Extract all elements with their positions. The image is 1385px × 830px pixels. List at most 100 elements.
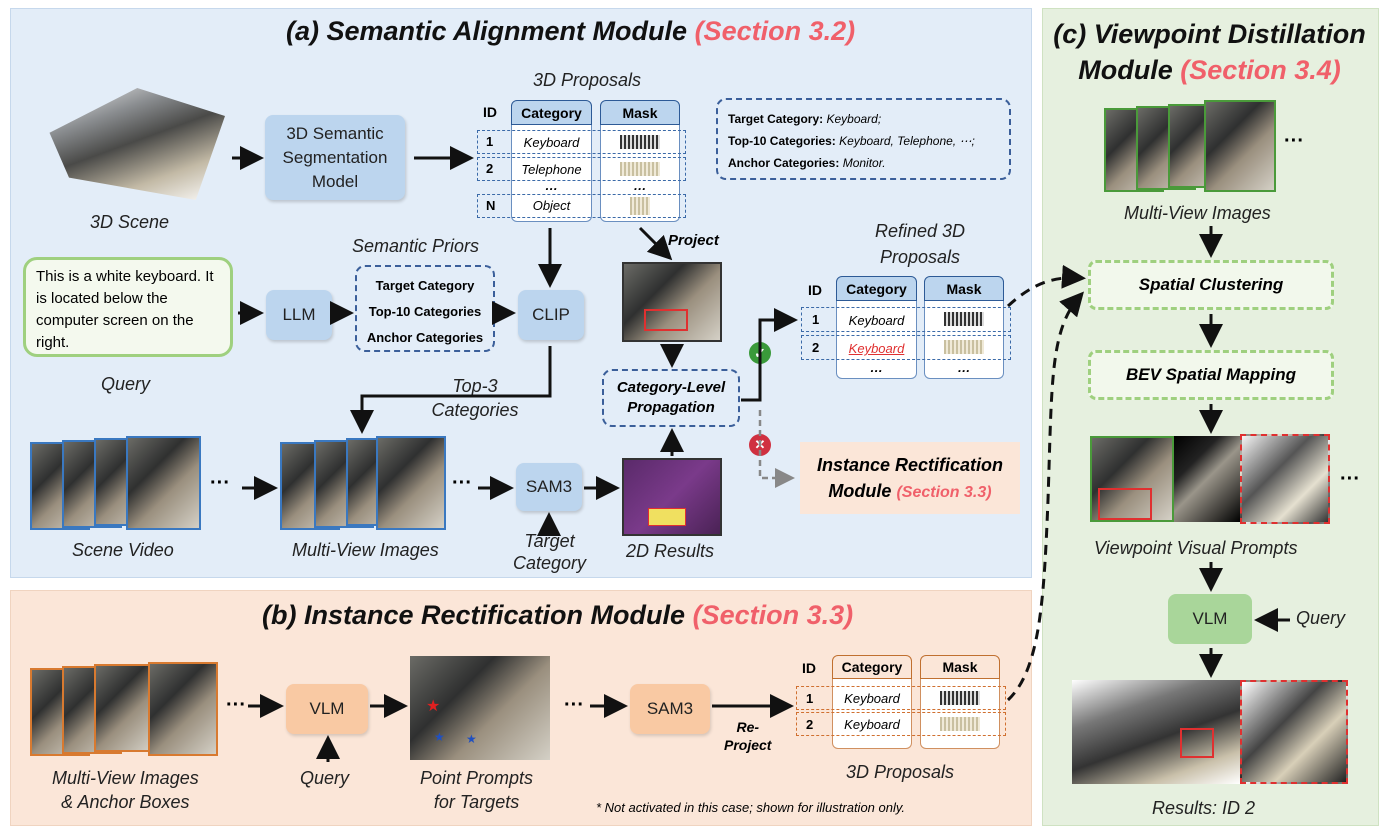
point-prompts-image: ★ ★ ★	[410, 656, 550, 760]
project-label: Project	[668, 232, 719, 249]
proposal-mask-n	[630, 197, 650, 215]
proposal-category-1: Keyboard	[523, 135, 580, 150]
bev-mapping-box: BEV Spatial Mapping	[1088, 350, 1334, 400]
refined-category-header: Category	[836, 276, 917, 301]
visual-prompts-label: Viewpoint Visual Prompts	[1094, 538, 1298, 558]
proposal-mask-ellipsis: …	[633, 178, 647, 193]
result-zoom-image	[1240, 680, 1348, 784]
info-target-line: Target Category: Keyboard;	[728, 112, 882, 126]
prior-top10: Top-10 Categories	[368, 304, 482, 319]
proposal-mask-2	[620, 162, 660, 176]
b-mv-ellipsis: ···	[226, 694, 246, 716]
query-box: This is a white keyboard. It is located …	[23, 257, 233, 357]
scene-video-label: Scene Video	[72, 540, 174, 560]
b-id-2: 2	[806, 717, 814, 732]
c-multi-view-label: Multi-View Images	[1124, 203, 1271, 223]
red-star-icon: ★	[426, 698, 441, 715]
proposals-id-header: ID	[483, 104, 497, 120]
refined-category-2: Keyboard	[848, 341, 905, 356]
proposal-id-2: 2	[486, 161, 494, 176]
vlm-box-c: VLM	[1168, 594, 1252, 644]
blue-star-icon-2: ★	[466, 732, 477, 746]
b-mid-ellipsis: ···	[564, 694, 584, 716]
proposal-mask-1	[620, 135, 660, 149]
arrow-propagation-to-refined	[741, 308, 798, 402]
panel-b-title: (b) Instance Rectification Module (Secti…	[262, 600, 854, 630]
viewpoint-bev-image	[1174, 436, 1240, 522]
target-category-label: Target Category	[512, 531, 587, 573]
seg-model-box: 3D Semantic Segmentation Model	[265, 115, 405, 200]
proposals-title: 3D Proposals	[533, 70, 642, 90]
results-2d-image	[622, 458, 722, 536]
refined-id-1: 1	[812, 312, 820, 327]
arrow-cross-to-rect	[758, 410, 795, 488]
arrow-b-table-to-spatial	[1006, 291, 1084, 702]
results-2d-mask	[648, 508, 686, 526]
reproject-label: Re-Project	[724, 719, 772, 753]
c-mv-ellipsis: ···	[1284, 130, 1304, 152]
proposal-category-2: Telephone	[521, 162, 582, 177]
results-label: Results: ID 2	[1152, 798, 1256, 818]
b-category-column	[832, 679, 912, 749]
results-2d-label: 2D Results	[626, 541, 715, 561]
sam3-box-b: SAM3	[630, 684, 710, 734]
proposal-row-1	[477, 130, 686, 154]
video-ellipsis: ···	[210, 472, 230, 494]
refined-mask-header: Mask	[924, 276, 1004, 301]
viewpoint-target-box	[1098, 488, 1152, 520]
b-mask-header: Mask	[920, 655, 1000, 679]
panel-c-title: (c) Viewpoint Distillation Module (Secti…	[1053, 19, 1366, 85]
arrow-mask-to-project	[638, 226, 673, 261]
proposal-row-2	[477, 157, 686, 181]
proposals-category-header: Category	[511, 100, 592, 125]
b-note: * Not activated in this case; shown for …	[596, 800, 906, 815]
video-frame-4	[126, 436, 201, 530]
result-target-box	[1180, 728, 1214, 758]
multi-view-label-a: Multi-View Images	[292, 540, 439, 560]
refined-title: Refined 3D Proposals	[874, 221, 966, 267]
vlm-box-b: VLM	[286, 684, 368, 734]
sam3-box-a: SAM3	[516, 463, 582, 511]
rect-box-line2: Module (Section 3.3)	[828, 481, 992, 501]
arrow-refined-to-spatial	[1006, 264, 1086, 308]
b-category-2: Keyboard	[844, 717, 900, 732]
refined-id-2: 2	[812, 340, 820, 355]
proposal-category-n: Object	[532, 198, 571, 213]
b-mask-2	[940, 717, 980, 731]
c-mv-frame-4	[1204, 100, 1276, 192]
rect-box-line1: Instance Rectification	[816, 455, 1004, 475]
b-id-1: 1	[806, 691, 814, 706]
propagation-box: Category-Level Propagation	[602, 369, 740, 427]
refined-mask-2	[944, 340, 984, 354]
b-row-2	[796, 712, 1006, 736]
proposal-category-ellipsis: …	[545, 178, 558, 193]
clip-box: CLIP	[518, 290, 584, 340]
proposal-id-n: N	[486, 198, 496, 213]
b-mask-column	[920, 679, 1000, 749]
refined-mask-1	[944, 312, 984, 326]
refined-row-1	[801, 307, 1011, 332]
b-category-1: Keyboard	[844, 691, 900, 706]
priors-box: Target Category Top-10 Categories Anchor…	[355, 265, 495, 352]
priors-title: Semantic Priors	[352, 236, 480, 256]
prior-target: Target Category	[375, 278, 475, 293]
b-query-label: Query	[300, 768, 350, 788]
llm-box: LLM	[266, 290, 332, 340]
prior-anchor: Anchor Categories	[366, 330, 484, 345]
rectification-box-a: Instance Rectification Module (Section 3…	[800, 442, 1020, 514]
info-anchor-line: Anchor Categories: Monitor.	[728, 156, 886, 170]
info-top10-line: Top-10 Categories: Keyboard, Telephone, …	[728, 134, 975, 148]
b-id-header: ID	[802, 660, 816, 676]
refined-row-2	[801, 335, 1011, 360]
scene-3d-label: 3D Scene	[90, 212, 170, 232]
project-image	[622, 262, 722, 342]
panel-a-title: (a) Semantic Alignment Module (Section 3…	[286, 16, 856, 46]
result-image	[1072, 680, 1240, 784]
b-mask-1	[940, 691, 980, 705]
proposals-mask-header: Mask	[600, 100, 680, 125]
proposal-id-1: 1	[486, 134, 494, 149]
blue-star-icon: ★	[434, 730, 445, 744]
info-box: Target Category: Keyboard; Top-10 Catego…	[716, 98, 1011, 180]
c-query-label: Query	[1296, 608, 1346, 628]
